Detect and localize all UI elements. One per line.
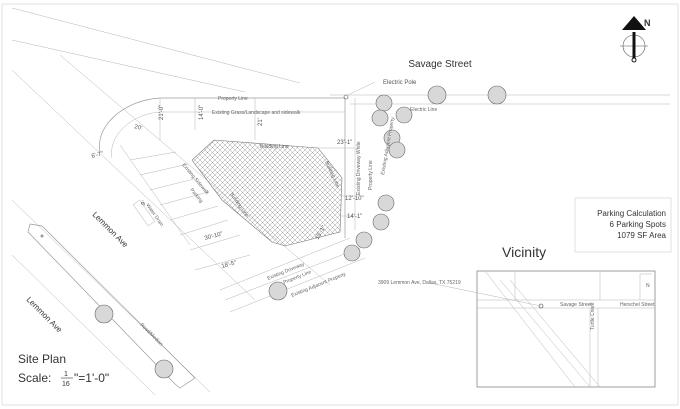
tree xyxy=(154,359,174,379)
vicinity-street-turtle: Turtle Creek xyxy=(590,302,596,330)
lot-corner-inner-curve xyxy=(111,111,345,159)
calc-title: Parking Calculation xyxy=(597,209,666,218)
tree xyxy=(388,141,406,159)
lemmon-ave-label-1: Lemmon Ave xyxy=(91,210,131,250)
property-line-right-label: Property Line xyxy=(368,160,374,190)
water-drain-box xyxy=(132,199,156,227)
site-plan-title: Site Plan xyxy=(18,352,66,366)
existing-driveway-white-label: Existing Driveway White xyxy=(356,141,362,195)
building-line-top-label: Building Line xyxy=(260,144,289,150)
vicinity-title: Vicinity xyxy=(502,244,546,260)
lemmon-ave-edge-2 xyxy=(59,54,331,286)
median-marker xyxy=(40,234,44,238)
vicinity-street-savage: Savage Street xyxy=(560,302,592,308)
calc-spots: 6 Parking Spots xyxy=(610,220,666,229)
dim-14-0: 14'-0" xyxy=(199,105,205,120)
scale-prefix: Scale: xyxy=(18,371,51,385)
street-label: Savage Street xyxy=(408,59,472,70)
dim-14-1: 14'-1" xyxy=(347,214,362,220)
trees xyxy=(94,85,507,379)
electric-pole-leader xyxy=(347,81,376,96)
curb-line-2 xyxy=(11,39,246,93)
scale-denominator: 16 xyxy=(62,381,70,388)
property-line-top-label: Property Line xyxy=(218,96,248,102)
building-footprint xyxy=(191,139,343,247)
tree xyxy=(343,244,361,262)
electric-line-label: Electric Line xyxy=(410,107,437,113)
dim-12-10: 12'-10" xyxy=(345,196,364,202)
vicinity-map xyxy=(476,270,656,388)
tree xyxy=(395,106,413,124)
curb-line-top xyxy=(11,7,301,84)
tree xyxy=(371,109,389,127)
dim-9: 9' xyxy=(141,200,148,207)
water-drain-label: Water Drain xyxy=(144,203,164,228)
dim-6-7: 6'-7" xyxy=(91,151,104,160)
tree xyxy=(377,194,395,212)
tree xyxy=(355,231,373,249)
electric-pole-symbol xyxy=(343,94,349,100)
tree xyxy=(375,94,393,112)
grass-sidewalk-label: Existing Grass/Landscape and sidewalk xyxy=(212,110,301,116)
lemmon-ave-edge-1 xyxy=(11,69,256,301)
tree xyxy=(372,213,390,231)
dimension-lines xyxy=(159,98,355,271)
property-line-bottom-2 xyxy=(224,247,361,301)
tree xyxy=(427,85,447,105)
sheet-border xyxy=(1,3,679,406)
vicinity-leader xyxy=(429,282,542,307)
road-median-shape xyxy=(27,223,196,389)
dim-23-1: 23'-1" xyxy=(337,140,352,146)
vicinity-north: N xyxy=(646,283,650,289)
vicinity-address: 3909 Lemmon Ave, Dallas, TX 75219 xyxy=(378,280,461,286)
property-line-bottom-1 xyxy=(219,237,351,291)
tree xyxy=(94,304,114,324)
property-line-bottom-3 xyxy=(229,257,366,313)
dim-21: 21' xyxy=(258,118,264,126)
lemmon-ave-label-2: Lemmon Ave xyxy=(25,295,65,335)
scale-suffix: "=1'-0" xyxy=(74,371,109,385)
scale-numerator: 1 xyxy=(64,371,68,378)
tree xyxy=(487,85,507,105)
tree xyxy=(268,281,288,301)
lemmon-ave-edge-4 xyxy=(11,254,156,396)
calc-area: 1079 SF Area xyxy=(617,231,666,240)
lot-corner-curve xyxy=(99,97,345,153)
dim-18-5: 18'-5" xyxy=(221,260,237,270)
dim-30-10: 30'-10" xyxy=(204,231,224,242)
road-median-label: Road/Median xyxy=(139,322,164,347)
vicinity-street-herschel: Herschel Street xyxy=(620,302,655,308)
parking-calc-box xyxy=(574,197,672,253)
parking-stalls xyxy=(119,144,229,246)
dim-20: 20' xyxy=(133,124,142,132)
dim-21-0: 21'-0" xyxy=(159,105,165,120)
electric-pole-label: Electric Pole xyxy=(383,80,417,86)
north-arrow-icon xyxy=(620,16,648,63)
north-label: N xyxy=(644,18,651,28)
